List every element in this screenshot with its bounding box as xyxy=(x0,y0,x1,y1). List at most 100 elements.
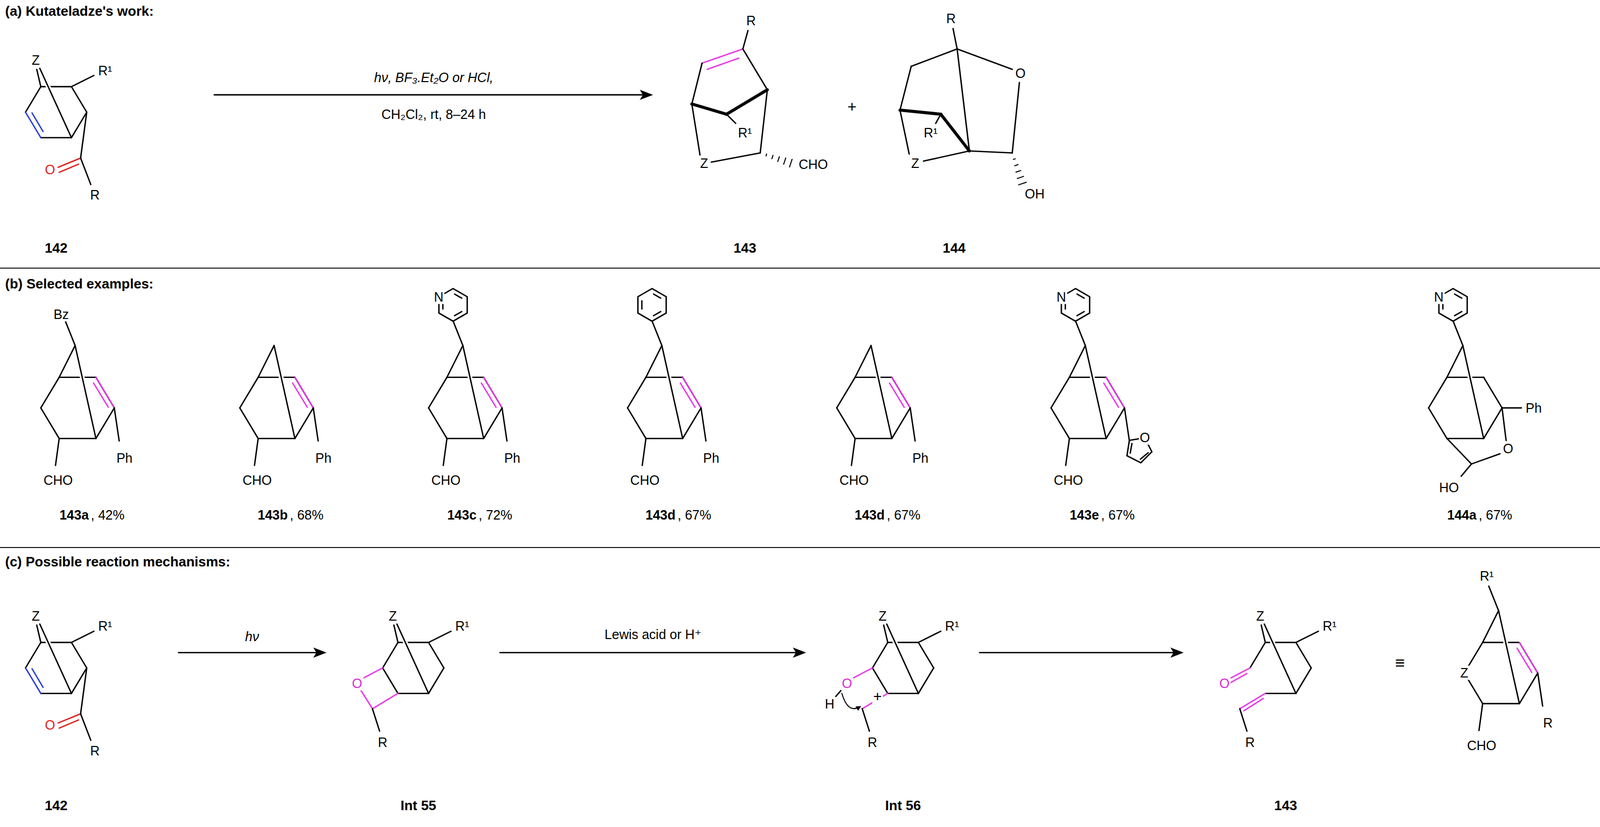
lactol-ring xyxy=(1502,407,1522,410)
structure-143c xyxy=(443,438,447,466)
structure-144 xyxy=(1012,82,1020,154)
structure-143c xyxy=(502,408,508,442)
structure-144 xyxy=(969,151,1012,154)
atom-label: OH xyxy=(1024,186,1047,202)
furan-ring xyxy=(1140,452,1149,460)
compound-number: 143b xyxy=(256,508,290,523)
structure-144 xyxy=(899,66,911,111)
atom-label: O xyxy=(840,676,853,691)
symbol: + xyxy=(846,98,859,116)
structure-143 xyxy=(1244,698,1264,711)
atom-label: R xyxy=(945,11,957,26)
atom-label: O xyxy=(43,718,56,733)
compound-number: 143e xyxy=(1068,508,1101,523)
atom-label: R¹ xyxy=(96,619,113,634)
structure-143a xyxy=(41,321,120,466)
atom-label: O xyxy=(1218,676,1231,691)
structure-143 xyxy=(701,48,743,64)
structure-143b xyxy=(239,345,314,439)
structure-143d xyxy=(680,377,701,409)
structure-144 xyxy=(935,114,941,124)
structure-144 xyxy=(911,48,958,67)
atom-label: Z xyxy=(388,609,399,624)
structure-143e xyxy=(1065,438,1070,466)
atom-label: R¹ xyxy=(922,125,939,140)
atom-label: Bz xyxy=(52,306,71,322)
structure-int55 xyxy=(382,624,452,694)
compound-number: 143 xyxy=(732,240,758,256)
structure-143 xyxy=(1228,624,1319,732)
structure-144a xyxy=(1453,321,1464,346)
panel-separator xyxy=(0,547,1600,549)
structure-143a xyxy=(93,377,115,409)
structure-143 xyxy=(1239,693,1266,709)
atom-label: CHO xyxy=(838,473,870,488)
panel-heading: (c) Possible reaction mechanisms: xyxy=(4,554,232,570)
atom-label: Ph xyxy=(702,450,721,465)
structure-143 xyxy=(1239,708,1248,732)
structure-143e xyxy=(1104,377,1125,409)
structure-143 xyxy=(691,63,702,104)
atom-label: O xyxy=(351,676,364,691)
structure-143-redrawn xyxy=(1464,585,1543,731)
structure-144 xyxy=(1013,158,1016,160)
structure-143d xyxy=(836,345,911,439)
furan-ring xyxy=(1130,443,1132,454)
structure-144 xyxy=(899,28,1027,185)
structure-144 xyxy=(899,110,909,154)
lactol-ring xyxy=(1461,463,1472,476)
atom-label: Ph xyxy=(911,450,930,465)
structure-144a xyxy=(1428,345,1503,439)
atom-label: R¹ xyxy=(454,619,471,634)
structure-143a xyxy=(114,408,119,442)
atom-label: R¹ xyxy=(943,619,960,634)
drawing xyxy=(0,28,1600,741)
yield-text: , 67% xyxy=(1477,508,1514,523)
atom-label: R xyxy=(744,13,757,28)
atom-label: Z xyxy=(1255,609,1266,624)
structure-144 xyxy=(957,48,970,152)
benzene-ring xyxy=(638,288,667,322)
structure-143 xyxy=(726,114,736,124)
reaction-arrow xyxy=(214,94,645,96)
compound-number: 144 xyxy=(941,240,967,256)
structure-144 xyxy=(1017,176,1024,179)
compound-number: 143d xyxy=(853,508,886,523)
structure-144 xyxy=(957,48,1013,70)
structure-142 xyxy=(25,68,94,185)
panel-separator xyxy=(0,267,1600,270)
structure-int55 xyxy=(360,624,451,732)
atom-label: N xyxy=(432,289,445,304)
atom-label: CHO xyxy=(1052,473,1085,488)
structure-143 xyxy=(760,89,768,153)
atom-label: HO xyxy=(1437,480,1460,495)
structure-143a xyxy=(65,321,76,346)
structure-143-redrawn xyxy=(1464,610,1538,704)
structure-int56 xyxy=(855,706,862,711)
structure-144 xyxy=(1013,158,1027,186)
structure-143 xyxy=(766,154,793,168)
structure-144 xyxy=(1014,164,1018,166)
atom-label: R xyxy=(88,743,101,758)
panel-heading: (b) Selected examples: xyxy=(4,276,155,292)
atom-label: Z xyxy=(910,155,921,171)
structure-143e xyxy=(1050,345,1125,439)
structure-142 xyxy=(25,68,94,138)
panel-heading: (a) Kutateladze's work: xyxy=(4,3,155,19)
atom-label: CHO xyxy=(797,156,830,172)
structure-143b xyxy=(313,408,318,442)
reagent-text: CH₂Cl₂, rt, 8–24 h xyxy=(380,106,488,122)
structure-143e xyxy=(1050,321,1130,466)
structure-144 xyxy=(1018,182,1027,185)
structure-143b xyxy=(254,438,258,466)
structure-143d xyxy=(889,377,911,409)
reaction-arrow xyxy=(792,647,807,658)
yield-text: , 68% xyxy=(288,508,325,523)
atom-label: CHO xyxy=(629,473,661,488)
reagent-text: hν, BF₃.Et₂O or HCl, xyxy=(372,70,494,85)
structure-143 xyxy=(726,89,768,114)
structure-143 xyxy=(783,157,786,165)
atom-label: O xyxy=(1138,430,1151,445)
structure-int55 xyxy=(372,708,380,732)
atom-label: R xyxy=(88,187,101,202)
